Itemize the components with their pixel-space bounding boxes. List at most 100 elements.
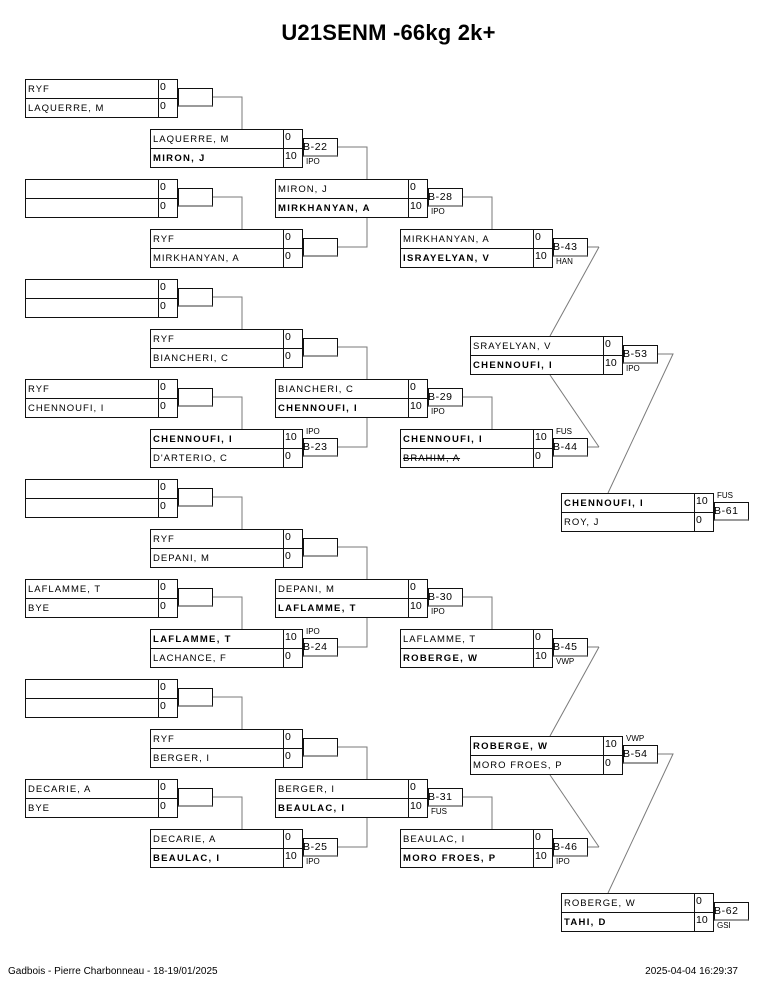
competitor-score: 0 (408, 380, 427, 398)
competitor-score: 0 (158, 780, 177, 798)
competitor-name: RYF (153, 734, 175, 745)
win-type-label: FUS (431, 807, 447, 816)
win-type-label: IPO (431, 407, 445, 416)
competitor-name: BYE (28, 803, 51, 814)
connector-line (213, 296, 243, 329)
connector-line (213, 796, 243, 829)
win-type-label: GSI (717, 921, 731, 930)
competitor-name: TAHI, D (564, 917, 607, 928)
bout-number: B-62 (714, 905, 739, 917)
competitor-name: SRAYELYAN, V (473, 341, 552, 352)
competitor-score: 10 (533, 849, 552, 868)
match-connector (178, 388, 213, 407)
competitor-score: 10 (694, 494, 713, 512)
competitor-score: 10 (603, 356, 622, 375)
competitor-score: 10 (694, 913, 713, 932)
competitor-name: RYF (28, 84, 50, 95)
competitor-name: BYE (28, 603, 51, 614)
competitor-name: CHENNOUFI, I (403, 434, 483, 445)
connector-line (213, 96, 243, 129)
competitor-score: 0 (283, 230, 302, 248)
competitor-score: 0 (158, 80, 177, 98)
competitor-row: CHENNOUFI, I 10 (471, 355, 622, 375)
connector-line (463, 796, 493, 829)
competitor-name: LAQUERRE, M (28, 103, 105, 114)
competitor-score: 0 (158, 99, 177, 118)
competitor-name: BERGER, I (278, 784, 336, 795)
win-type-label: IPO (306, 627, 320, 636)
competitor-score: 10 (533, 430, 552, 448)
connector-line (338, 818, 368, 848)
competitor-score: 10 (408, 799, 427, 818)
competitor-row: RYF 0 (151, 730, 302, 748)
bout-number: B-44 (553, 441, 578, 453)
competitor-name: ROBERGE, W (473, 741, 549, 752)
competitor-score: 10 (283, 849, 302, 868)
competitor-name: RYF (153, 534, 175, 545)
bout-number: B-29 (428, 391, 453, 403)
competitor-row: 0 (26, 180, 177, 198)
match-connector (303, 538, 338, 557)
match-connector (178, 788, 213, 807)
competitor-row: 0 (26, 698, 177, 718)
competitor-score: 0 (158, 380, 177, 398)
competitor-score: 0 (158, 499, 177, 518)
competitor-name: BERGER, I (153, 753, 211, 764)
competitor-score: 0 (283, 530, 302, 548)
competitor-score: 0 (603, 337, 622, 355)
competitor-name: BEAULAC, I (153, 853, 221, 864)
bout-number: B-25 (303, 841, 328, 853)
competitor-name: MIRON, J (153, 153, 206, 164)
competitor-score: 10 (283, 149, 302, 168)
competitor-row: 0 (26, 280, 177, 298)
competitor-name: CHENNOUFI, I (153, 434, 233, 445)
competitor-name: BIANCHERI, C (153, 353, 229, 364)
competitor-name: CHENNOUFI, I (473, 360, 553, 371)
competitor-score: 0 (533, 449, 552, 468)
connector-line (213, 696, 243, 729)
competitor-name: LAFLAMME, T (278, 603, 357, 614)
win-type-label: IPO (431, 207, 445, 216)
competitor-score: 0 (283, 730, 302, 748)
competitor-name: CHENNOUFI, I (28, 403, 105, 414)
match-connector (178, 588, 213, 607)
connector-line (338, 618, 368, 648)
competitor-name: MIRKHANYAN, A (278, 203, 371, 214)
competitor-score: 0 (158, 699, 177, 718)
competitor-row: RYF 0 (26, 80, 177, 98)
competitor-name: BEAULAC, I (278, 803, 346, 814)
competitor-score: 0 (158, 480, 177, 498)
competitor-score: 10 (533, 649, 552, 668)
competitor-name: BEAULAC, I (403, 834, 466, 845)
